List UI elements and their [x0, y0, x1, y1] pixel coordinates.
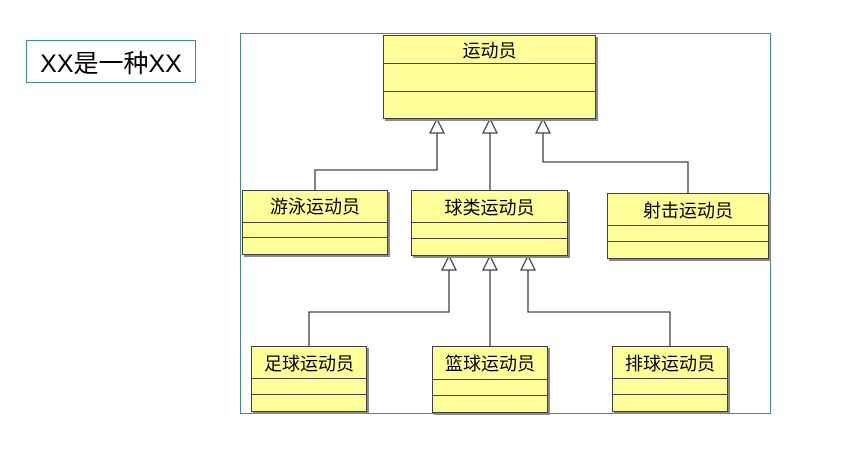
inheritance-arrow-icon [534, 117, 552, 134]
class-basketball-player: 篮球运动员 [432, 346, 548, 413]
class-methods-compartment [384, 92, 595, 118]
class-name: 运动员 [384, 36, 595, 64]
class-attributes-compartment [252, 379, 366, 395]
connector-swimmer-athlete [314, 133, 438, 192]
class-methods-compartment [608, 242, 768, 258]
inheritance-arrow-icon [519, 254, 537, 271]
class-name: 篮球运动员 [433, 347, 547, 380]
class-attributes-compartment [608, 226, 768, 242]
connector-volleyball-ball [527, 270, 671, 347]
class-swimmer: 游泳运动员 [242, 190, 388, 255]
class-football-player: 足球运动员 [251, 346, 367, 412]
class-methods-compartment [613, 395, 727, 411]
class-methods-compartment [252, 395, 366, 411]
class-shooter: 射击运动员 [607, 193, 769, 259]
class-name: 足球运动员 [252, 347, 366, 379]
class-name: 球类运动员 [412, 191, 567, 223]
connector-shooter-athlete [542, 133, 689, 194]
class-ball-athlete: 球类运动员 [411, 190, 568, 256]
class-name: 游泳运动员 [243, 191, 387, 223]
inheritance-arrow-icon [428, 117, 446, 134]
caption-box: XX是一种XX [26, 40, 196, 83]
class-methods-compartment [412, 239, 567, 255]
inheritance-arrow-icon [440, 254, 458, 271]
class-athlete: 运动员 [383, 35, 596, 119]
class-methods-compartment [433, 396, 547, 412]
class-name: 射击运动员 [608, 194, 768, 226]
class-methods-compartment [243, 238, 387, 254]
class-attributes-compartment [433, 380, 547, 396]
class-volleyball-player: 排球运动员 [612, 346, 728, 412]
class-attributes-compartment [384, 64, 595, 92]
inheritance-arrow-icon [481, 254, 499, 271]
class-attributes-compartment [613, 379, 727, 395]
class-name: 排球运动员 [613, 347, 727, 379]
class-attributes-compartment [243, 223, 387, 239]
inheritance-arrow-icon [481, 117, 499, 134]
connector-football-ball [308, 270, 450, 347]
caption-text: XX是一种XX [40, 49, 182, 78]
class-attributes-compartment [412, 223, 567, 239]
